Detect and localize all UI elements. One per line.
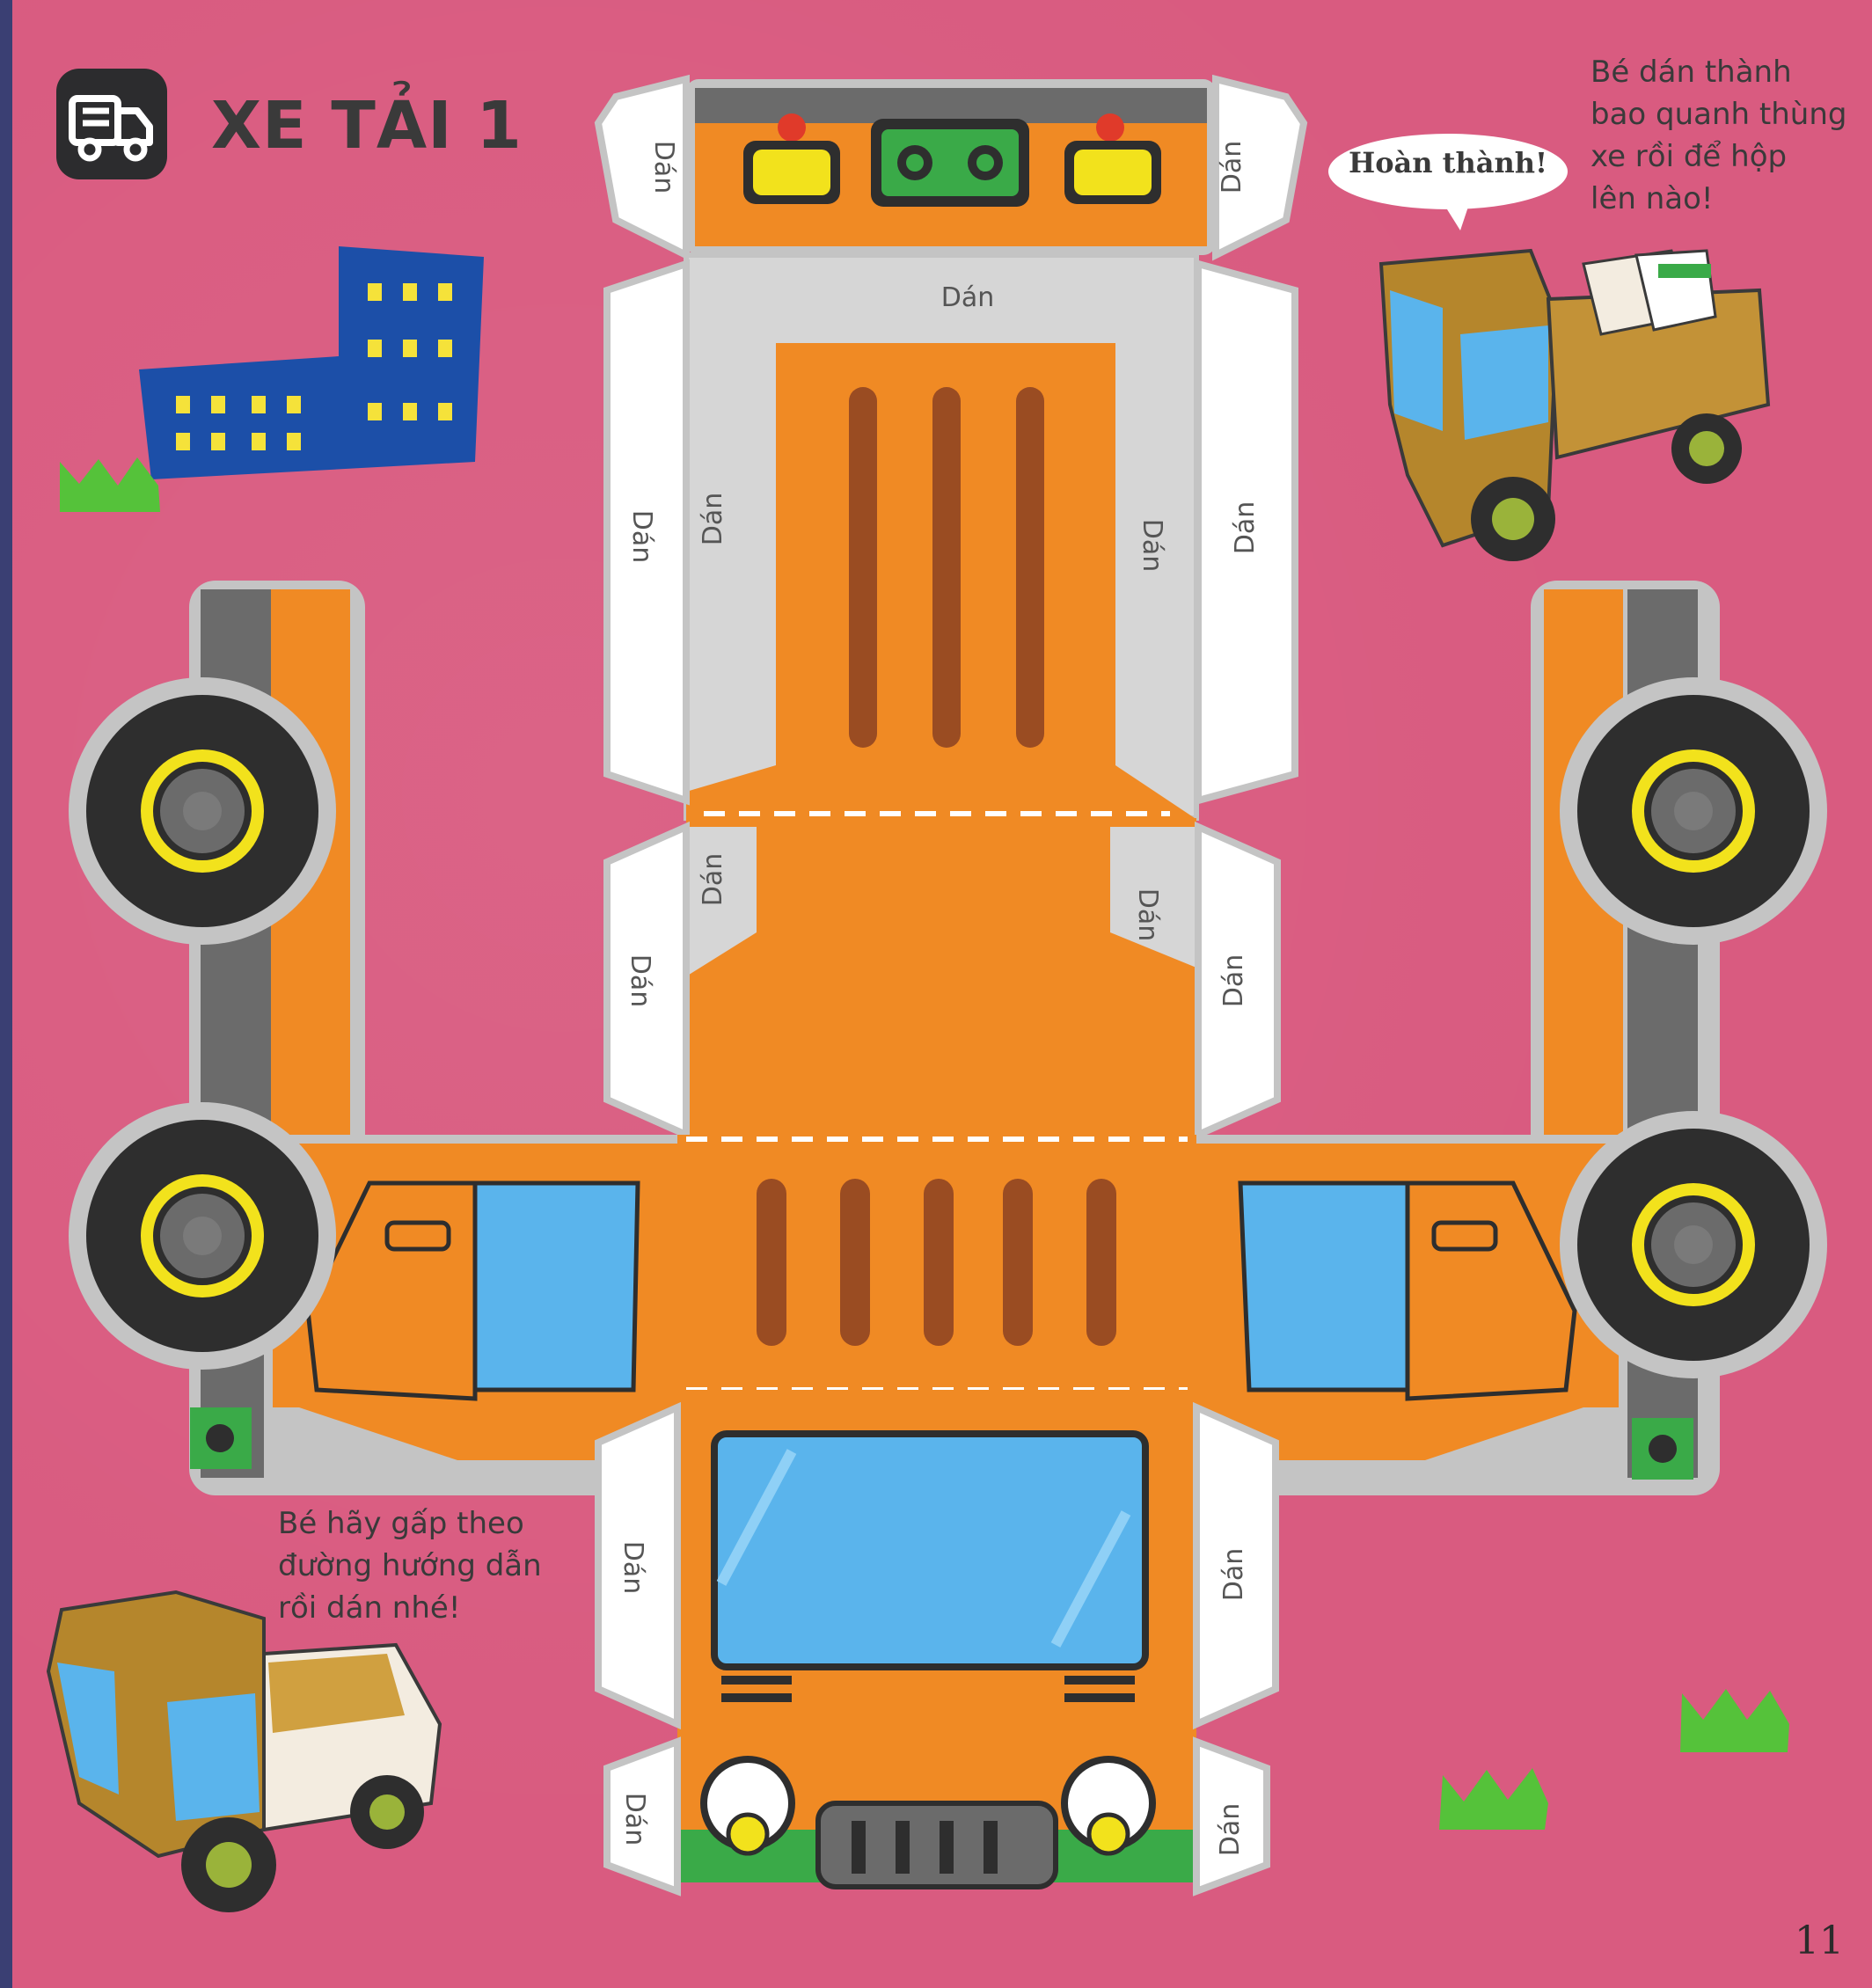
- glue-label: Dán: [619, 1793, 650, 1846]
- right-wheel-bottom: [1560, 1111, 1827, 1378]
- speech-bubble-text: Hoàn thành!: [1348, 146, 1548, 179]
- speech-bubble-tail: [1443, 202, 1469, 230]
- speech-bubble: [1328, 134, 1568, 209]
- page-number: 11: [1795, 1919, 1844, 1963]
- glue-tab: [1195, 821, 1281, 1141]
- page-title: XE TẢI 1: [211, 88, 523, 164]
- buildings-illustration: [139, 246, 484, 479]
- glue-label: Dán: [1217, 141, 1247, 194]
- truck-top-strip: [686, 79, 1216, 255]
- glue-label: Dán: [1215, 1803, 1246, 1857]
- glue-label: Dán: [698, 853, 728, 907]
- glue-label: Dán: [625, 954, 655, 1008]
- glue-label: Dán: [618, 1541, 648, 1595]
- instruction-note-bottom-left: Bé hãy gấp theo đường hướng dẫn rồi dán …: [278, 1506, 542, 1626]
- glue-tab: [603, 259, 690, 806]
- glue-label: Dán: [1132, 888, 1163, 942]
- left-wheel-top: [69, 677, 336, 945]
- grass-tuft: [1439, 1768, 1548, 1830]
- right-wheel-top: [1560, 677, 1827, 945]
- book-spine-edge: [0, 0, 12, 1988]
- left-wheel-bottom: [69, 1102, 336, 1370]
- glue-tab: [1195, 259, 1298, 806]
- grass-tuft: [1680, 1689, 1789, 1752]
- truck-icon: [69, 95, 153, 162]
- cab-roof-panel: [684, 252, 1199, 821]
- glue-label: Dán: [941, 282, 995, 313]
- assembled-truck-with-box: [1378, 248, 1771, 561]
- assembled-truck-empty: [46, 1590, 442, 1912]
- glue-tab: [603, 1736, 681, 1897]
- glue-tab: [595, 1401, 681, 1730]
- glue-label: Dán: [648, 141, 679, 194]
- glue-label: Dán: [698, 493, 728, 546]
- hood-panel: [677, 1135, 1196, 1392]
- cab-back-panel: [686, 811, 1196, 1135]
- glue-tab: [603, 821, 690, 1141]
- glue-tab: [1193, 1401, 1279, 1730]
- glue-tab: [1193, 1736, 1270, 1897]
- grass-tuft: [60, 457, 160, 512]
- glue-label: Dán: [1218, 954, 1249, 1008]
- glue-label: Dán: [1218, 1548, 1249, 1602]
- front-panel: [677, 1390, 1196, 1889]
- glue-tab: [594, 74, 690, 261]
- glue-tab: [1212, 74, 1308, 261]
- instruction-note-top-right: Bé dán thành bao quanh thùng xe rồi để h…: [1590, 55, 1847, 216]
- truck-badge: [56, 69, 167, 179]
- glue-label: Dán: [1137, 519, 1167, 573]
- glue-label: Dán: [626, 510, 657, 564]
- glue-label: Dán: [1230, 501, 1261, 555]
